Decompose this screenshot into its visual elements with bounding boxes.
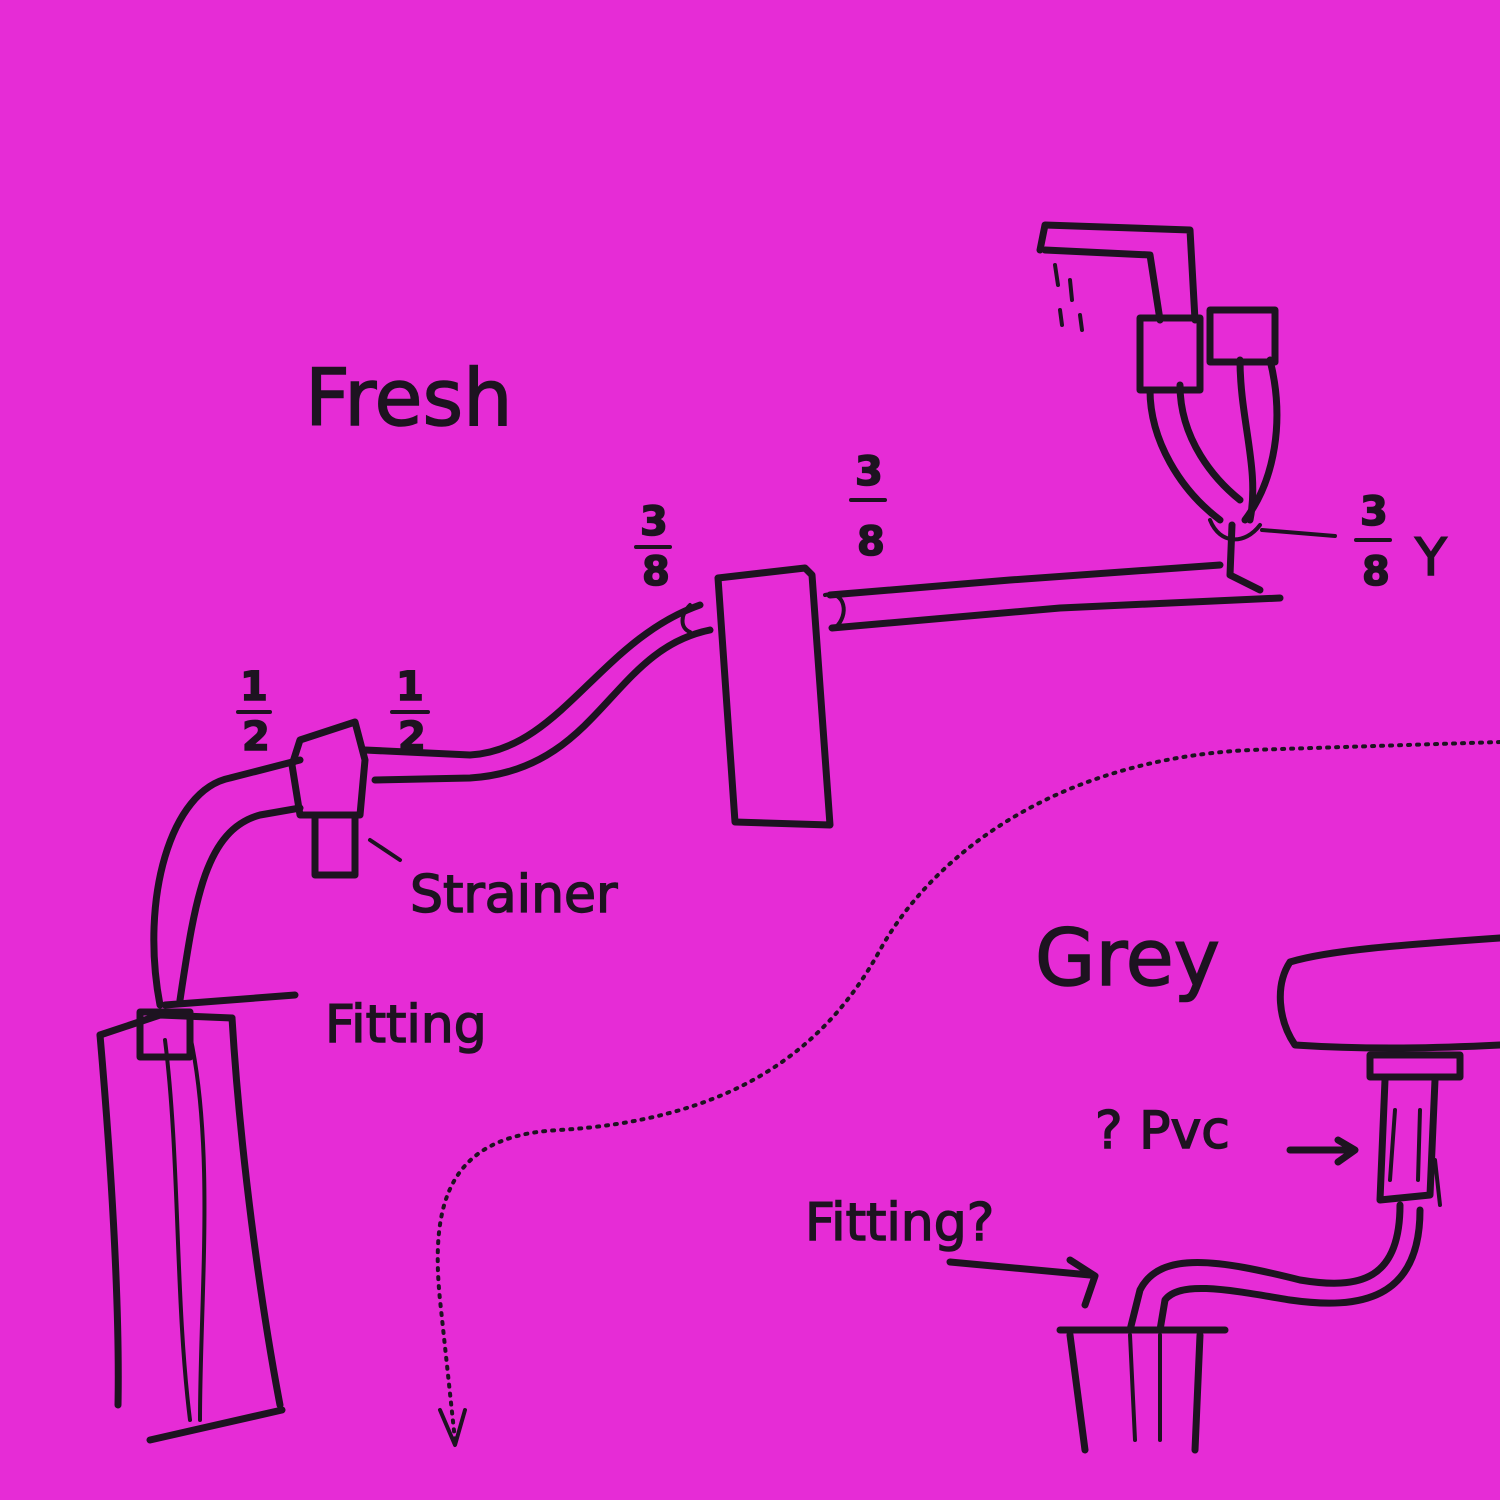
size-strainer-out-num: 1 bbox=[396, 664, 424, 710]
fitting-label-fresh: Fitting bbox=[325, 995, 487, 1055]
size-faucet-den: 8 bbox=[1362, 549, 1390, 595]
strainer bbox=[288, 718, 402, 879]
hose-pump-to-faucet bbox=[823, 561, 1284, 632]
size-faucet-num: 3 bbox=[1360, 489, 1388, 535]
divider-curve bbox=[435, 740, 1500, 1447]
fitting-arrow bbox=[946, 1256, 1099, 1309]
size-strainer-out: 1 2 bbox=[390, 663, 430, 761]
size-faucet-tee: Y bbox=[1414, 528, 1447, 588]
fresh-section-label: Fresh bbox=[305, 354, 513, 444]
size-strainer-in-den: 2 bbox=[242, 714, 270, 760]
size-strainer-in: 1 2 bbox=[236, 663, 272, 761]
water-pump bbox=[714, 564, 834, 829]
size-strainer-out-den: 2 bbox=[398, 714, 426, 760]
grey-water-tank bbox=[1056, 1326, 1229, 1454]
size-pump-in-num: 3 bbox=[640, 499, 668, 545]
hose-tank-to-strainer bbox=[150, 756, 304, 1009]
tank-fitting bbox=[136, 991, 299, 1061]
size-faucet-tee: 3 8 Y bbox=[1354, 488, 1448, 596]
grey-drain-pvc bbox=[1286, 1076, 1442, 1207]
grey-sink bbox=[1276, 934, 1500, 1081]
fitting-label-grey: Fitting? bbox=[805, 1193, 994, 1253]
size-pump-in-den: 8 bbox=[642, 549, 670, 595]
size-pump-in: 3 8 bbox=[634, 498, 672, 596]
grey-section-label: Grey bbox=[1035, 914, 1220, 1004]
size-strainer-in-num: 1 bbox=[240, 664, 268, 710]
hose-strainer-to-pump bbox=[361, 601, 714, 784]
pvc-label: ? Pvc bbox=[1095, 1101, 1230, 1161]
faucet bbox=[1036, 221, 1337, 594]
size-pump-out: 3 8 bbox=[849, 448, 887, 566]
size-pump-out-num: 3 bbox=[855, 449, 883, 495]
grey-hose bbox=[1126, 1201, 1424, 1334]
size-pump-out-den: 8 bbox=[857, 519, 885, 565]
strainer-label: Strainer bbox=[410, 865, 618, 925]
